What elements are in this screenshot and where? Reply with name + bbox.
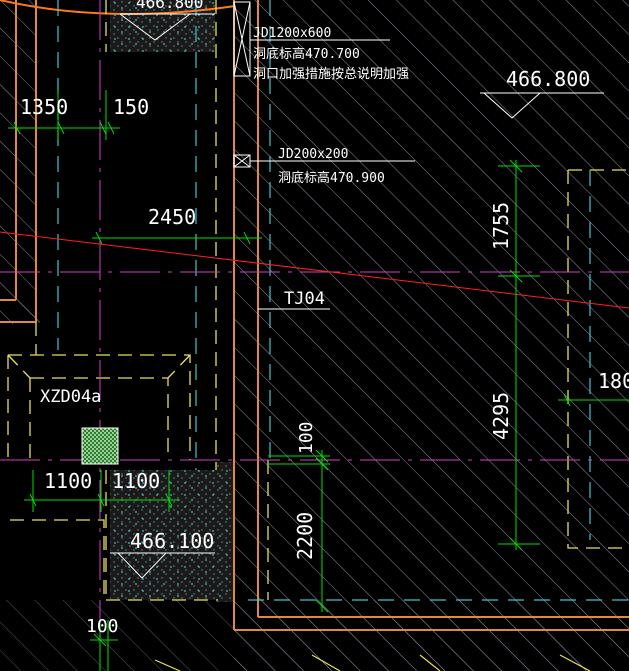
top-cut-label: 466.800 (136, 0, 203, 12)
hatched-slab-area (234, 0, 629, 671)
dim-1350-150 (8, 90, 120, 140)
dim-1100-left-text: 1100 (44, 469, 92, 493)
tj04-label: TJ04 (284, 289, 325, 309)
top-elevation-marker: 466.800 (119, 0, 215, 41)
dim-100-bottom-text: 100 (86, 616, 119, 637)
right-elevation-marker: 466.800 (480, 67, 604, 119)
dim-150-text: 150 (113, 95, 149, 119)
dashed-cyan-lines (57, 0, 629, 601)
hole-symbol-jd200[interactable] (233, 154, 415, 168)
bottom-elevation-marker: 466.100 (110, 529, 215, 579)
xzd04a-label: XZD04a (40, 387, 101, 407)
dim-100-2200 (268, 449, 330, 613)
dim-1350-text: 1350 (20, 95, 68, 119)
dim-1100-1100 (24, 470, 180, 512)
column-block[interactable] (81, 427, 119, 465)
jd2-size-label: JD200x200 (278, 147, 348, 162)
jd1-note-label: 洞口加强措施按总说明加强 (253, 67, 409, 82)
hole-symbol-jd1200[interactable] (233, 1, 390, 77)
jd1-elevation-label: 洞底标高470.700 (253, 46, 360, 62)
dotted-fill-bottom (110, 470, 230, 600)
dim-1755-4295 (498, 159, 540, 551)
dim-100-vertical-text: 100 (296, 421, 317, 454)
dim-2450-text: 2450 (148, 205, 196, 229)
elevation-right-label: 466.800 (506, 67, 590, 91)
elevation-bottom-label: 466.100 (130, 529, 214, 553)
dim-100-bottom (90, 620, 118, 671)
jd2-elevation-label: 洞底标高470.900 (278, 170, 385, 186)
dim-2200-text: 2200 (293, 512, 317, 560)
bottom-right-lines (154, 654, 591, 671)
dashed-foundation-outlines (7, 0, 629, 601)
dim-2450 (92, 231, 262, 245)
dim-1100-right-text: 1100 (112, 469, 160, 493)
dim-1755-text: 1755 (489, 202, 513, 250)
jd1-size-label: JD1200x600 (253, 26, 331, 41)
dim-180 (558, 393, 629, 407)
red-section-line (0, 231, 629, 309)
dim-4295-text: 4295 (489, 392, 513, 440)
dotted-fill-top (110, 0, 215, 52)
dim-180-text: 180 (598, 369, 629, 393)
